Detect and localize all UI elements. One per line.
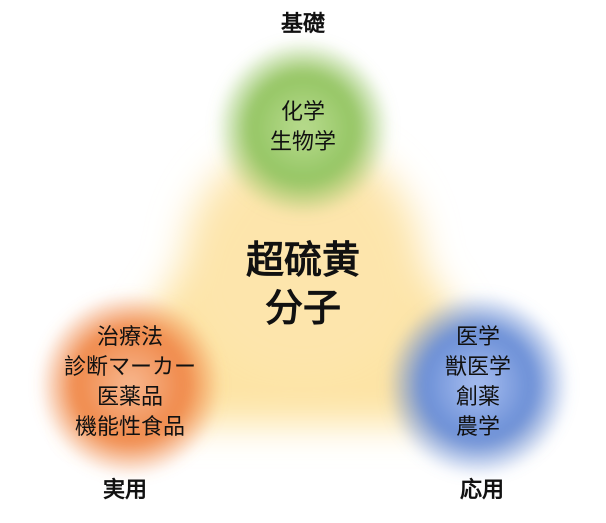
node-top-item: 化学 (280, 100, 325, 125)
node-left-text: 治療法 診断マーカー 医薬品 機能性食品 (40, 323, 220, 443)
center-title-line1: 超硫黄 (245, 238, 360, 282)
node-left-item: 医薬品 (96, 385, 163, 410)
heading-top: 基礎 (280, 12, 325, 37)
node-left-item: 機能性食品 (74, 415, 185, 440)
node-right-circle (386, 293, 570, 477)
center-title-line2: 分子 (264, 286, 341, 330)
node-top-circle (215, 40, 391, 216)
node-right-item: 獣医学 (444, 355, 511, 380)
node-top-item: 生物学 (269, 130, 336, 155)
node-right-item: 創薬 (455, 385, 500, 410)
node-right-item: 農学 (455, 415, 500, 440)
node-left-item: 診断マーカー (63, 355, 196, 380)
node-left-item: 治療法 (96, 325, 163, 350)
heading-right: 応用 (459, 478, 504, 503)
node-top-text: 化学 生物学 (223, 98, 383, 158)
center-title: 超硫黄 分子 (193, 236, 413, 332)
node-right-item: 医学 (455, 325, 500, 350)
node-left-circle (38, 293, 222, 477)
node-right-text: 医学 獣医学 創薬 農学 (398, 323, 558, 443)
heading-left: 実用 (102, 478, 147, 503)
